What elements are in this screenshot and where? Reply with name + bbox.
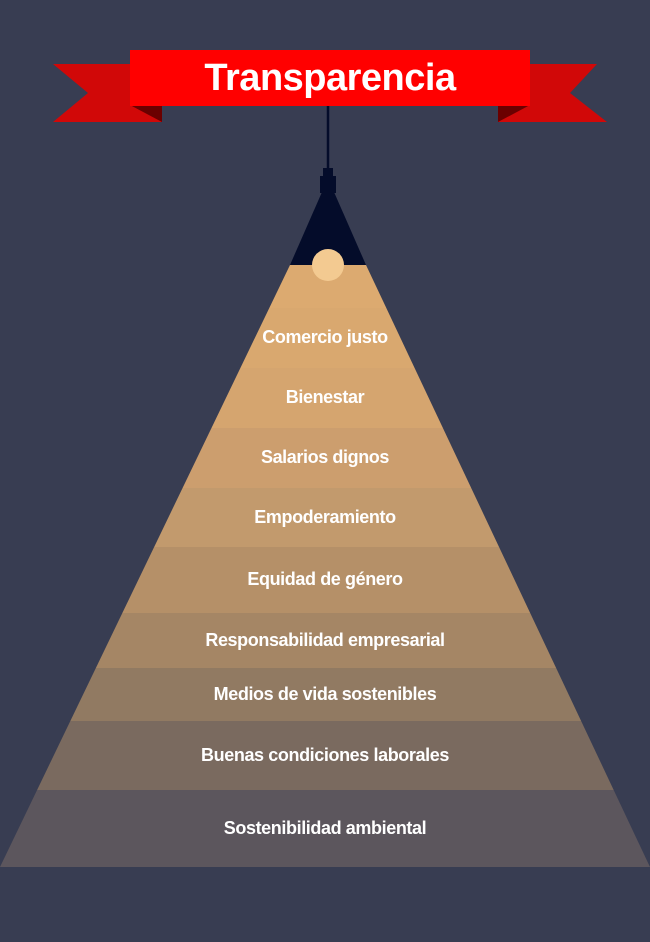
banner-right-fold	[498, 105, 530, 122]
light-pyramid	[0, 265, 650, 867]
pyramid-level-label: Buenas condiciones laborales	[201, 744, 449, 765]
pyramid-level-label: Equidad de género	[247, 569, 403, 589]
pyramid-level-label: Salarios dignos	[260, 447, 390, 467]
banner	[130, 50, 530, 106]
banner-left-fold	[130, 105, 162, 122]
pyramid-level-label: Bienestar	[285, 387, 365, 407]
lamp-shade	[290, 192, 366, 265]
title-banner-text: Transparencia	[204, 57, 456, 99]
pyramid-level-9	[0, 790, 650, 867]
pyramid-level-label: Comercio justo	[262, 327, 388, 347]
pyramid-level-8	[0, 721, 650, 790]
lamp-socket	[320, 176, 336, 193]
pyramid-level-7	[0, 668, 650, 721]
pyramid-level-label: Empoderamiento	[254, 506, 396, 527]
light-bulb	[312, 249, 344, 281]
pyramid-level-label: Sostenibilidad ambiental	[223, 817, 427, 838]
lamp-socket-top	[323, 168, 333, 178]
pyramid-level-label: Medios de vida sostenibles	[213, 683, 437, 704]
pyramid-level-label: Responsabilidad empresarial	[205, 629, 445, 650]
